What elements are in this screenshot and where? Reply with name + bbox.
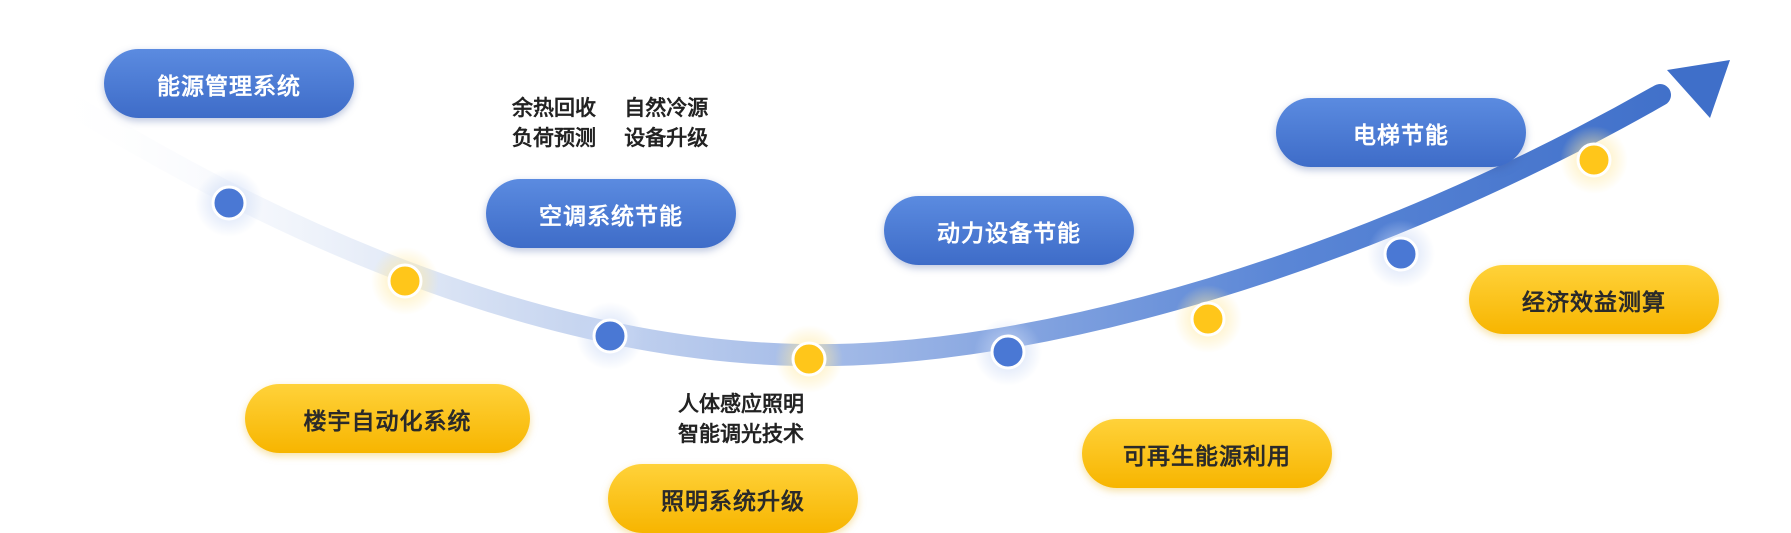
blue-marker-dot <box>211 185 247 221</box>
blue-marker-dot <box>592 318 628 354</box>
gold-marker-dot <box>1576 142 1612 178</box>
node-hvac-energy-saving: 空调系统节能 <box>486 179 736 248</box>
node-economic-benefit: 经济效益测算 <box>1469 265 1719 334</box>
blue-marker-dot <box>990 334 1026 370</box>
node-elevator: 电梯节能 <box>1276 98 1526 167</box>
node-lighting-upgrade: 照明系统升级 <box>608 464 858 533</box>
node-energy-management: 能源管理系统 <box>104 49 354 118</box>
node-renewable-energy: 可再生能源利用 <box>1082 419 1332 488</box>
blue-marker-dot <box>1383 236 1419 272</box>
node-power-equipment: 动力设备节能 <box>884 196 1134 265</box>
gold-marker-dot <box>791 341 827 377</box>
gold-marker-dot <box>387 263 423 299</box>
gold-marker-dot <box>1190 301 1226 337</box>
lighting-note-line-1: 人体感应照明 <box>678 391 804 416</box>
node-building-automation: 楼宇自动化系统 <box>245 384 530 453</box>
arrowhead-icon <box>1667 60 1730 118</box>
lighting-note-line-2: 智能调光技术 <box>678 421 804 446</box>
hvac-note-line-1: 余热回收 自然冷源 <box>512 95 709 120</box>
hvac-note-line-2: 负荷预测 设备升级 <box>512 125 709 150</box>
